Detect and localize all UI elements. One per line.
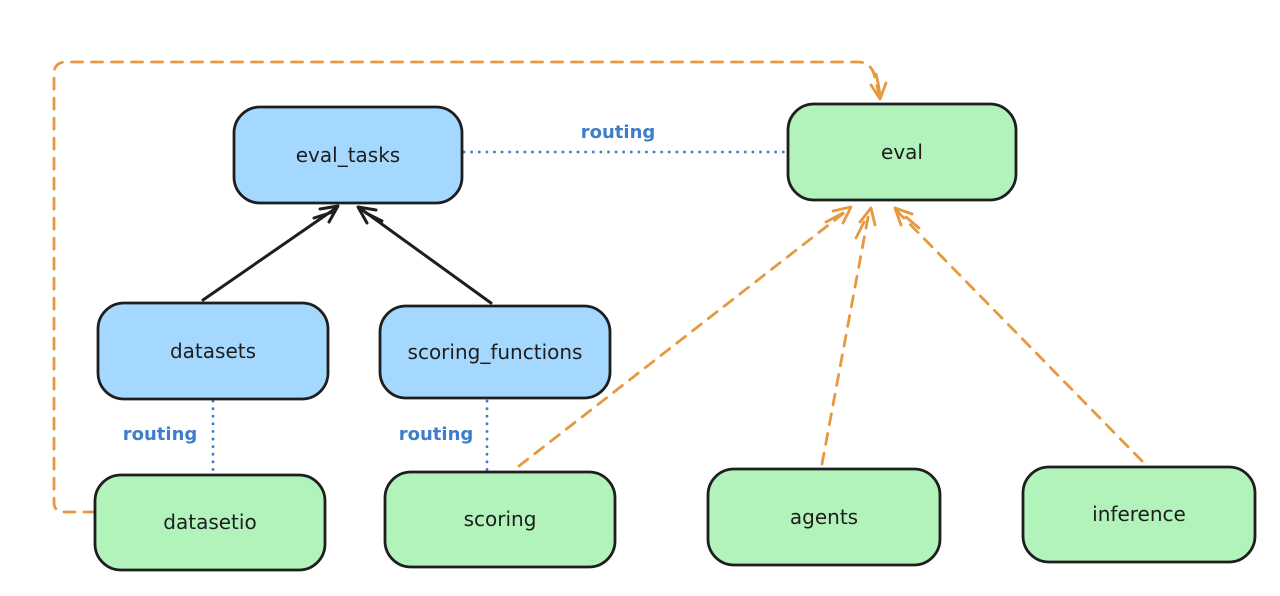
edge-scoring-to-eval <box>517 205 853 468</box>
node-eval-tasks: eval_tasks <box>232 105 464 205</box>
node-datasetio-label: datasetio <box>163 510 256 534</box>
node-eval-label: eval <box>881 140 923 164</box>
edge-label-routing-eval-tasks-eval: routing <box>581 122 656 143</box>
edge-scoring-functions-to-eval-tasks <box>356 205 493 305</box>
node-scoring-functions: scoring_functions <box>378 304 612 400</box>
edge-label-routing-datasets-datasetio: routing <box>123 424 198 445</box>
edge-agents-to-eval <box>820 206 877 466</box>
node-agents-label: agents <box>790 505 858 529</box>
node-datasets: datasets <box>96 301 330 401</box>
node-scoring-functions-label: scoring_functions <box>408 340 583 364</box>
node-scoring-label: scoring <box>464 507 537 531</box>
node-inference-label: inference <box>1092 502 1186 526</box>
node-eval: eval <box>786 102 1018 202</box>
node-datasetio: datasetio <box>93 473 327 572</box>
node-scoring: scoring <box>383 470 617 569</box>
node-inference: inference <box>1021 465 1257 564</box>
edge-inference-to-eval <box>893 206 1144 463</box>
edge-datasetio-to-eval <box>52 60 888 514</box>
edge-label-routing-scoring-functions-scoring: routing <box>399 424 474 445</box>
node-datasets-label: datasets <box>170 339 256 363</box>
node-eval-tasks-label: eval_tasks <box>296 143 400 167</box>
node-agents: agents <box>706 467 942 567</box>
edge-datasets-to-eval-tasks <box>201 204 340 302</box>
